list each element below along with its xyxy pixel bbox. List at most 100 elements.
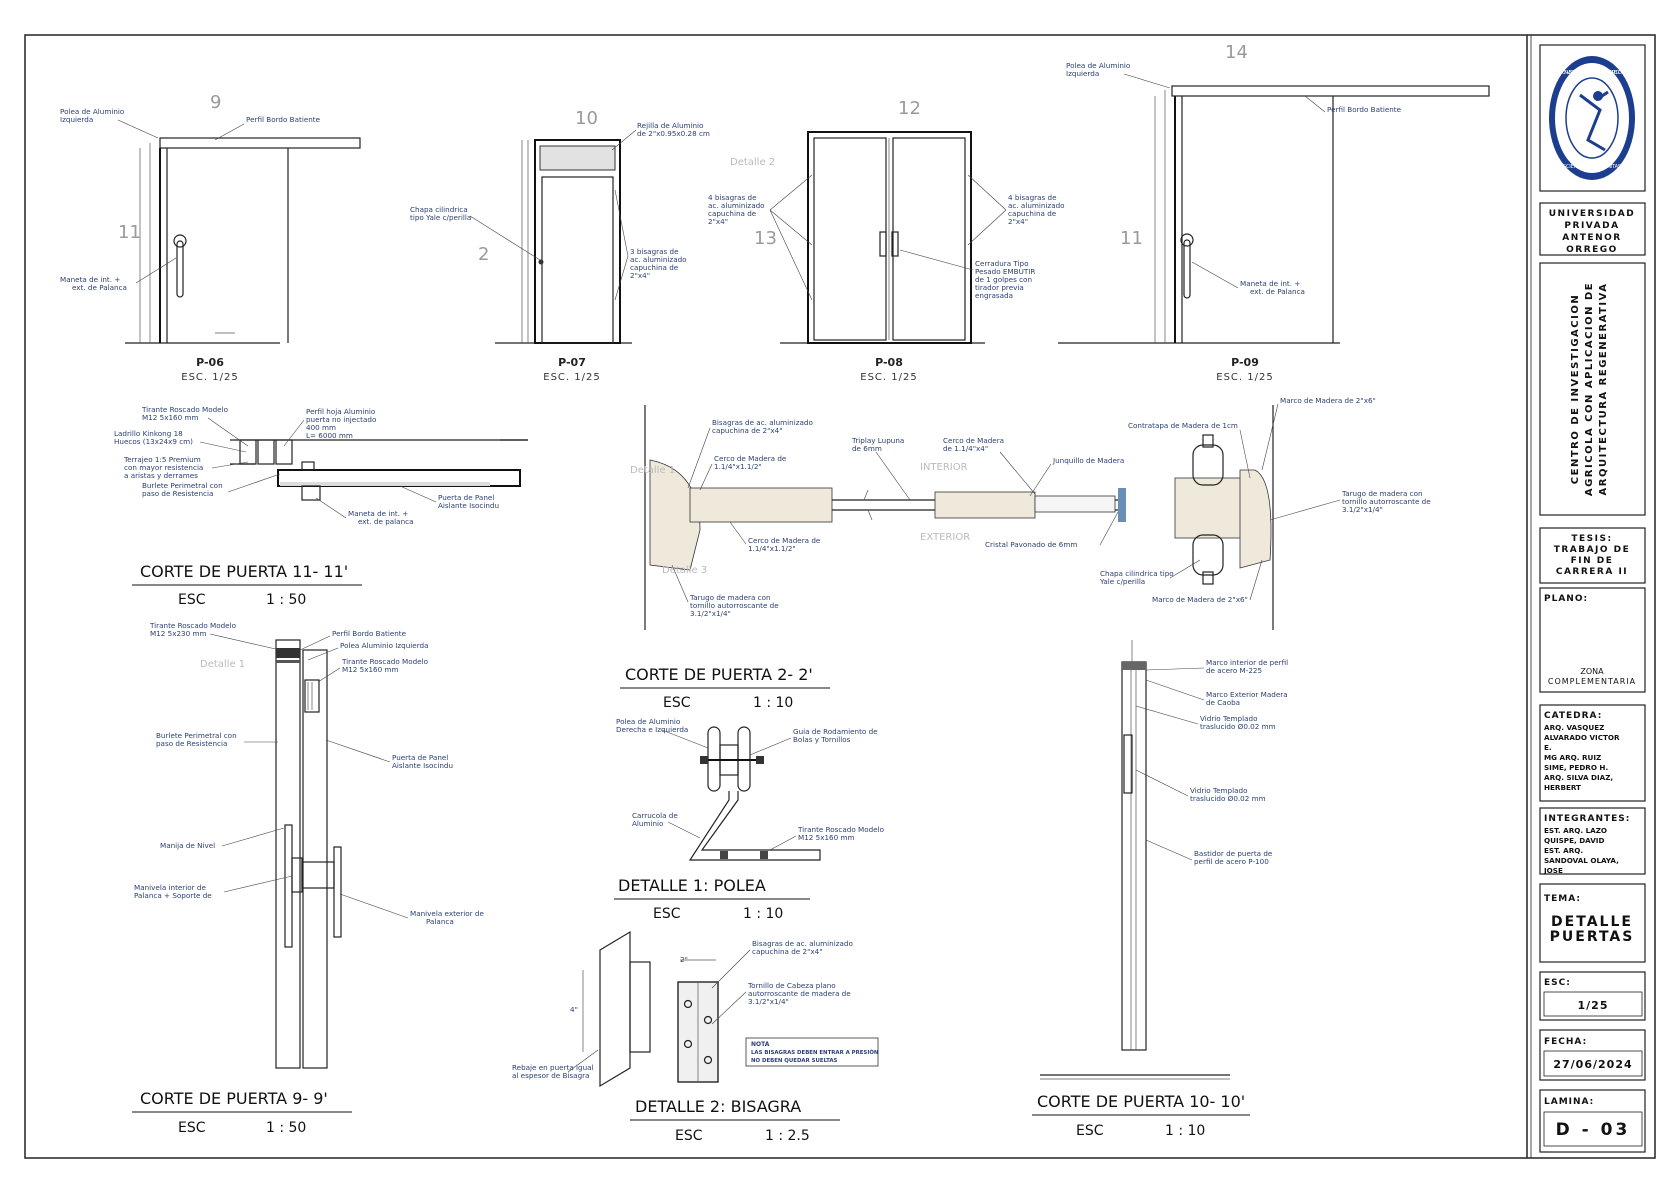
seal-motto: SCIENTIA ET HUMANITAS [1563,164,1621,170]
project-line-1: CENTRO DE INVESTIGACION [1570,294,1581,484]
corte11-label-16: Maneta de int. + [348,509,408,518]
corte11-label-12: 400 mm [306,423,336,432]
p06-num-side: 11 [118,222,141,243]
bisagra-esc-value: 1 : 2.5 [765,1128,810,1144]
corte11-label-14: Puerta de Panel [438,493,494,502]
p07-label-8: 2"x4" [630,271,650,280]
fecha-value: 27/06/2024 [1553,1058,1632,1071]
corte2-ghost-1: Detalle 1 [630,465,675,476]
bisagra-note-line-1: LAS BISAGRAS DEBEN ENTRAR A PRESIÓN [751,1049,879,1056]
p08-esc: ESC. 1/25 [860,372,917,383]
corte11-label-2: M12 5x160 mm [142,413,198,422]
corte9-label-6: M12 5x160 mm [342,665,398,674]
university-line-2: PRIVADA [1564,221,1619,231]
corte2-label-9: 3.1/2"x1/4" [690,609,731,618]
p07-label-5: 3 bisagras de [630,247,679,256]
catedra-line-7: HERBERT [1544,783,1581,792]
p09-label-1: Polea de Aluminio [1066,61,1130,70]
project-line-2: AGRICOLA CON APLICACION DE [1584,282,1595,496]
section-corte-11: Tirante Roscado Modelo M12 5x160 mm Ladr… [114,405,528,608]
integrantes-line-4: SANDOVAL OLAYA, [1544,856,1619,865]
integrantes-line-3: EST. ARQ. [1544,846,1583,855]
detail-polea: Polea de Aluminio Derecha e Izquierda Gu… [614,717,884,922]
polea-label-2: Derecha e Izquierda [616,725,688,734]
corte2-label-12: Cerco de Madera [943,436,1004,445]
corte9-label-8: paso de Resistencia [156,739,227,748]
p08-right-label-4: 2"x4" [1008,217,1028,226]
polea-esc-value: 1 : 10 [743,906,783,922]
corte2-label-19: tornillo autorroscante de [1342,497,1431,506]
tema-value-2: PUERTAS [1550,929,1635,945]
corte10-label-8: traslucido Ø0.02 mm [1190,794,1266,803]
p09-title: P-09 [1231,356,1259,369]
catedra-line-4: MG ARQ. RUIZ [1544,753,1601,762]
corte9-label-14: Manivela exterior de [410,909,484,918]
polea-title: DETALLE 1: POLEA [618,876,766,895]
p09-esc: ESC. 1/25 [1216,372,1273,383]
p08-left-label-1: 4 bisagras de [708,193,757,202]
corte9-esc-label: ESC [178,1120,206,1136]
corte9-ghost: Detalle 1 [200,659,245,670]
p07-label-6: ac. aluminizado [630,255,687,264]
polea-label-1: Polea de Aluminio [616,717,680,726]
tesis-line-3: CARRERA II [1556,567,1628,577]
corte2-label-6: 1.1/4"x1.1/2" [748,544,796,553]
p07-label-7: capuchina de [630,263,679,272]
corte11-label-13: L= 6000 mm [306,431,353,440]
p08-right-label-3: capuchina de [1008,209,1057,218]
corte9-label-10: Aislante Isocindu [392,761,453,770]
p09-label-2: Izquierda [1066,69,1099,78]
corte2-label-10: Triplay Lupuna [851,436,904,445]
corte2-label-7: Tarugo de madera con [689,593,771,602]
corte10-label-1: Marco interior de perfil [1206,658,1288,667]
corte9-title: CORTE DE PUERTA 9- 9' [140,1089,328,1108]
corte2-label-14: Junquillo de Madera [1052,456,1124,465]
p06-label-1: Polea de Aluminio [60,107,124,116]
catedra-line-3: E. [1544,743,1552,752]
corte9-label-3: Perfil Bordo Batiente [332,629,407,638]
tesis-line-1: TRABAJO DE [1554,545,1631,555]
corte11-label-17: ext. de palanca [358,517,414,526]
corte2-ghost-exterior: EXTERIOR [920,532,970,543]
corte9-label-5: Tirante Roscado Modelo [341,657,428,666]
p09-label-4: Maneta de int. + [1240,279,1300,288]
p07-num-top: 10 [575,108,598,129]
corte2-label-22: Yale c/perilla [1099,577,1145,586]
tema-value-1: DETALLE [1551,914,1633,930]
p07-title: P-07 [558,356,586,369]
integrantes-line-1: EST. ARQ. LAZO [1544,826,1607,835]
corte9-label-1: Tirante Roscado Modelo [149,621,236,630]
corte9-label-11: Manija de Nivel [160,841,215,850]
corte2-label-5: Cerco de Madera de [748,536,821,545]
detail-bisagra: 2" 4" Bisagras de ac. aluminizado capuch… [512,930,879,1144]
corte2-label-18: Tarugo de madera con [1341,489,1423,498]
corte11-label-6: con mayor resistencia [124,463,203,472]
p08-left-label-3: capuchina de [708,209,757,218]
esc-value: 1/25 [1578,999,1609,1012]
bisagra-title: DETALLE 2: BISAGRA [635,1097,801,1116]
p08-right-label-7: de 1 golpes con [975,275,1032,284]
corte10-title: CORTE DE PUERTA 10- 10' [1037,1092,1245,1111]
p08-title: P-08 [875,356,903,369]
p08-right-label-6: Pesado EMBUTIR [975,267,1035,276]
bisagra-dim-height: 4" [570,1005,578,1014]
polea-esc-label: ESC [653,906,681,922]
corte11-esc-value: 1 : 50 [266,592,306,608]
lamina-label: LAMINA: [1544,1097,1594,1107]
polea-label-3: Guia de Rodamiento de [793,727,878,736]
corte2-ghost-2: Detalle 3 [662,565,707,576]
p07-num-side: 2 [478,244,489,265]
catedra-line-2: ALVARADO VICTOR [1544,733,1620,742]
p07-label-1: Rejilla de Aluminio [637,121,703,130]
university-line-4: ORREGO [1566,245,1618,255]
corte2-ghost-interior: INTERIOR [920,462,968,473]
corte10-label-10: perfil de acero P-100 [1194,857,1269,866]
corte2-label-17: Marco de Madera de 2"x6" [1280,396,1376,405]
p06-label-2: Izquierda [60,115,93,124]
corte11-esc-label: ESC [178,592,206,608]
elevation-p08: 12 13 Detalle 2 4 bisagras de ac. alumin… [708,98,1065,383]
bisagra-label-6: Rebaje en puerta igual [512,1063,594,1072]
corte11-label-5: Terrajeo 1:5 Premium [123,455,201,464]
lamina-value: D - 03 [1556,1120,1631,1140]
corte2-label-4: 1.1/4"x1.1/2" [714,462,762,471]
